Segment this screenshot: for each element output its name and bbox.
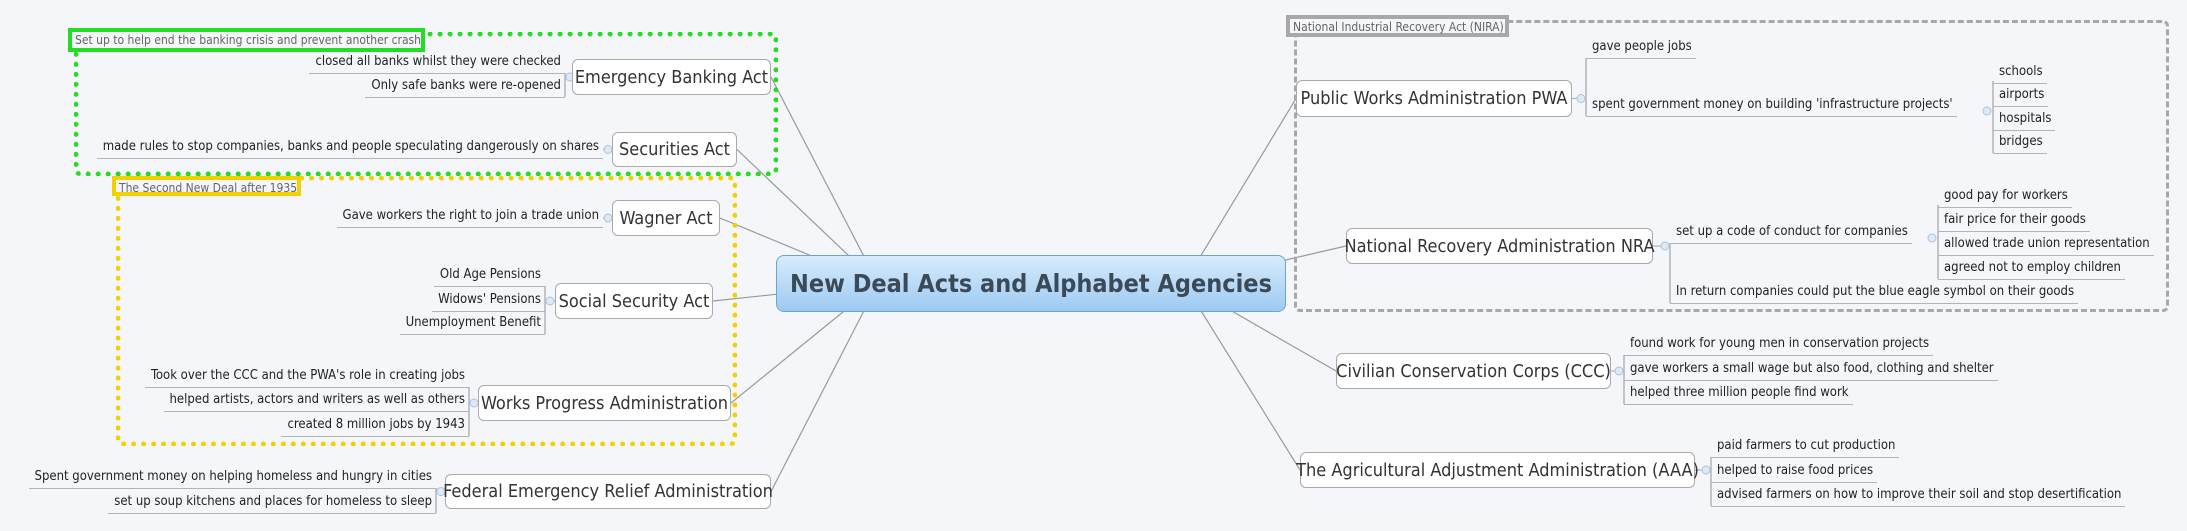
sub-topic[interactable]: Unemployment Benefit (399, 315, 545, 335)
collapse-toggle-icon[interactable] (1982, 106, 1992, 116)
topic-node[interactable]: Social Security Act (555, 283, 713, 319)
sub-topic[interactable]: found work for young men in conservation… (1624, 336, 1934, 356)
boundary-0 (74, 32, 778, 176)
sub-topic[interactable]: Took over the CCC and the PWA's role in … (144, 368, 469, 388)
sub-topic[interactable]: helped to raise food prices (1711, 463, 1878, 483)
collapse-toggle-icon[interactable] (1927, 233, 1937, 243)
connector-line (770, 283, 879, 492)
sub-topic[interactable]: Only safe banks were re-opened (365, 78, 565, 98)
topic-node[interactable]: Works Progress Administration (478, 385, 731, 421)
connector-line (1183, 283, 1301, 471)
boundary-label: National Industrial Recovery Act (NIRA) (1286, 15, 1509, 37)
sub-topic[interactable]: gave people jobs (1586, 39, 1696, 59)
connector-line (770, 76, 879, 284)
sub-topic[interactable]: Widows' Pensions (432, 292, 545, 312)
sub-topic[interactable]: agreed not to employ children (1938, 260, 2125, 280)
sub-topic[interactable]: Spent government money on helping homele… (28, 469, 436, 489)
topic-node[interactable]: Wagner Act (612, 200, 720, 236)
sub-topic[interactable]: In return companies could put the blue e… (1670, 284, 2079, 304)
sub-topic[interactable]: gave workers a small wage but also food,… (1624, 361, 1998, 381)
topic-node[interactable]: Federal Emergency Relief Administration (443, 474, 773, 509)
boundary-2 (1294, 20, 2169, 312)
sub-topic[interactable]: Gave workers the right to join a trade u… (336, 208, 603, 228)
sub-topic[interactable]: set up a code of conduct for companies (1670, 224, 1912, 244)
sub-topic[interactable]: set up soup kitchens and places for home… (108, 494, 436, 514)
collapse-toggle-icon[interactable] (1660, 241, 1670, 251)
connector-line (1183, 98, 1297, 284)
sub-topic[interactable]: spent government money on building 'infr… (1586, 97, 1957, 117)
collapse-toggle-icon[interactable] (1701, 465, 1711, 475)
sub-topic[interactable]: schools (1993, 64, 2047, 84)
sub-topic[interactable]: helped artists, actors and writers as we… (163, 392, 469, 412)
collapse-toggle-icon[interactable] (545, 296, 555, 306)
boundary-label: The Second New Deal after 1935 (112, 176, 301, 196)
sub-topic[interactable]: fair price for their goods (1938, 212, 2090, 232)
topic-node[interactable]: National Recovery Administration NRA (1344, 228, 1655, 264)
sub-topic[interactable]: bridges (1993, 134, 2047, 154)
sub-topic[interactable]: allowed trade union representation (1938, 236, 2154, 256)
sub-topic[interactable]: paid farmers to cut production (1711, 438, 1900, 458)
sub-topic[interactable]: made rules to stop companies, banks and … (96, 139, 603, 159)
topic-node[interactable]: Emergency Banking Act (572, 59, 771, 95)
sub-topic[interactable]: advised farmers on how to improve their … (1711, 487, 2126, 507)
sub-topic[interactable]: closed all banks whilst they were checke… (309, 54, 565, 74)
sub-topic[interactable]: helped three million people find work (1624, 385, 1853, 405)
sub-topic[interactable]: Old Age Pensions (433, 267, 545, 287)
topic-node[interactable]: Civilian Conservation Corps (CCC) (1336, 353, 1611, 389)
sub-topic[interactable]: hospitals (1993, 111, 2056, 131)
topic-node[interactable]: The Agricultural Adjustment Administrati… (1296, 452, 1699, 488)
sub-topic[interactable]: airports (1993, 87, 2049, 107)
sub-topic[interactable]: created 8 million jobs by 1943 (281, 417, 469, 437)
sub-topic[interactable]: good pay for workers (1938, 188, 2072, 208)
collapse-toggle-icon[interactable] (1576, 94, 1586, 103)
boundary-1 (116, 176, 737, 446)
boundary-label: Set up to help end the banking crisis an… (68, 28, 425, 52)
topic-node[interactable]: Securities Act (612, 132, 737, 167)
central-topic[interactable]: New Deal Acts and Alphabet Agencies (776, 255, 1286, 312)
collapse-toggle-icon[interactable] (1614, 366, 1624, 376)
topic-node[interactable]: Public Works Administration PWA (1296, 80, 1572, 117)
